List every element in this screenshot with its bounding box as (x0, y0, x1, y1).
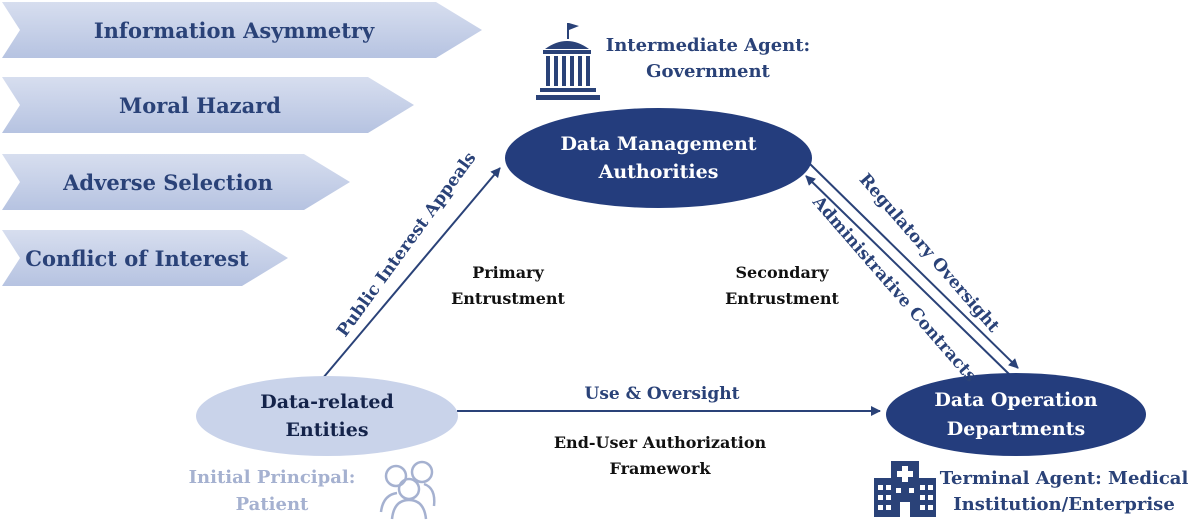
problem-conflict-of-interest: Conflict of Interest (2, 230, 288, 286)
arrow-top-to-right (809, 163, 1019, 369)
label-terminal-agent: Terminal Agent: Medical Institution/Ente… (939, 468, 1189, 516)
problem-information-asymmetry: Information Asymmetry (2, 2, 482, 58)
label-intermediate-agent: Intermediate Agent: Government (605, 35, 811, 83)
arrow-right-to-top (805, 175, 1011, 376)
label-primary-entrustment: Primary Entrustment (451, 263, 565, 309)
problem-adverse-selection: Adverse Selection (2, 154, 350, 210)
problem-moral-hazard: Moral Hazard (2, 77, 414, 133)
label-use-and-oversight: Use & Oversight (584, 384, 740, 404)
label-end-user-authorization-framework: End-User Authorization Framework (553, 433, 767, 479)
node-data-management-authorities: Data Management Authorities (505, 108, 812, 208)
node-data-related-entities: Data-related Entities (196, 376, 458, 456)
label-secondary-entrustment: Secondary Entrustment (725, 263, 839, 309)
node-data-operation-departments: Data Operation Departments (886, 373, 1146, 456)
label-initial-principal: Initial Principal: Patient (188, 467, 356, 515)
arrow-left-to-top (322, 167, 501, 379)
